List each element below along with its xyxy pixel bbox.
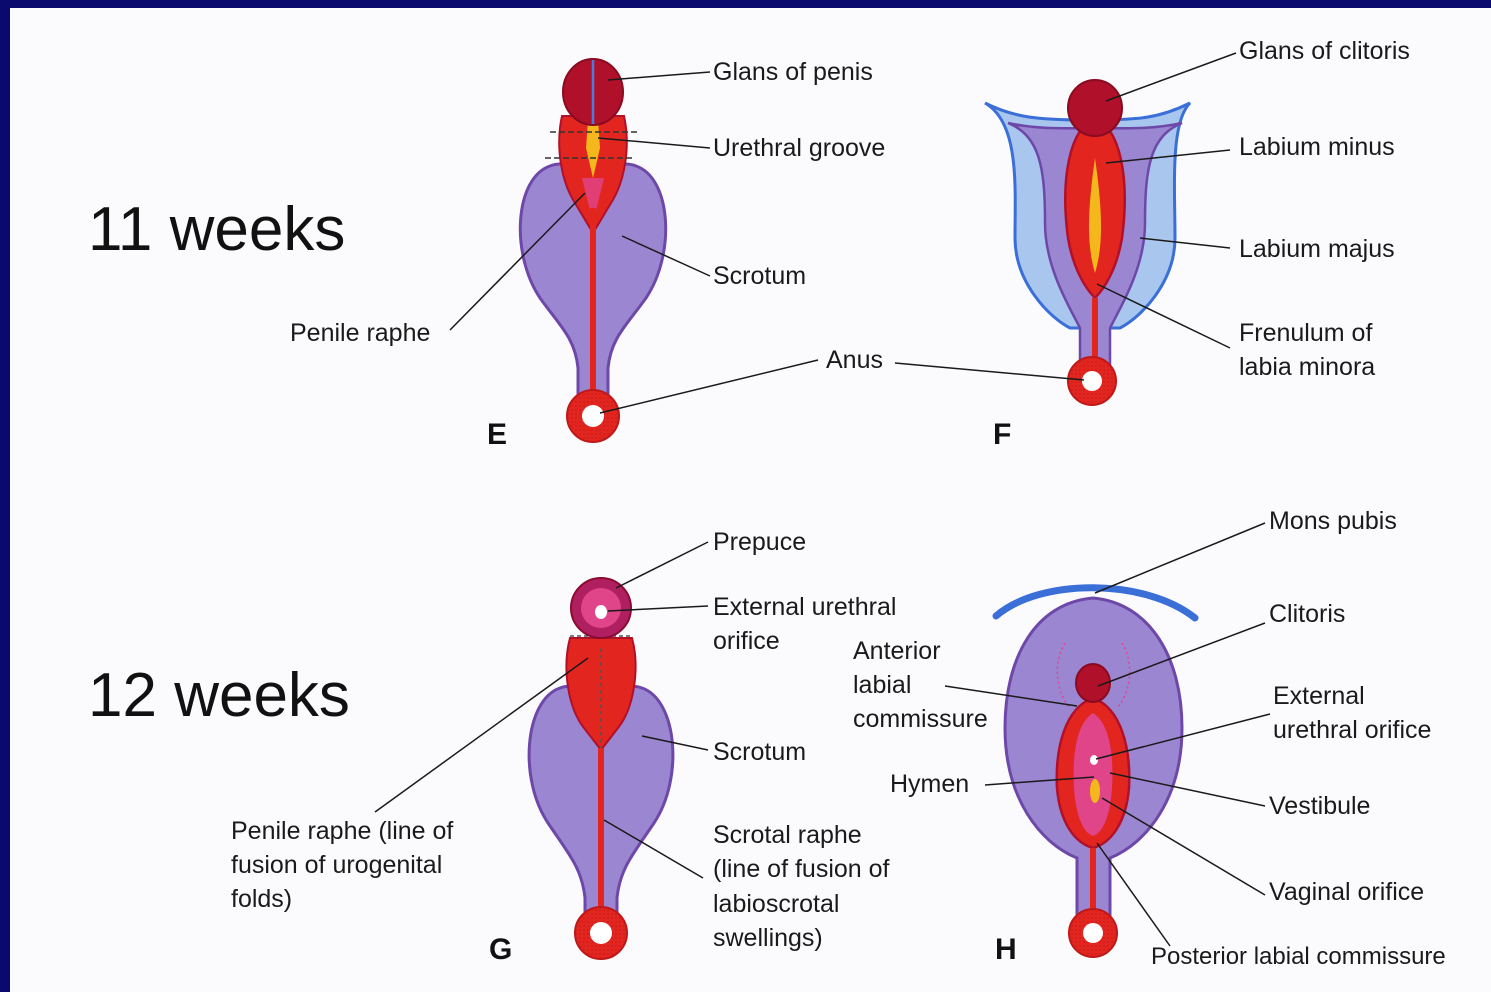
label-scrotal-raphe-line2: (line of fusion of — [713, 852, 890, 886]
h-vaginal-orifice — [1090, 779, 1100, 803]
label-anterior-line2: labial — [853, 668, 911, 702]
label-scrotal-raphe-line3: labioscrotal — [713, 887, 839, 921]
label-scrotal-raphe-line1: Scrotal raphe — [713, 818, 862, 852]
label-frenulum-line1: Frenulum of — [1239, 316, 1372, 350]
label-penile-raphe: Penile raphe — [290, 316, 430, 350]
label-penile-raphe-line3: folds) — [231, 882, 292, 916]
panel-letter-h: H — [995, 933, 1017, 967]
label-prepuce: Prepuce — [713, 525, 806, 559]
panel-letter-e: E — [487, 418, 507, 452]
label-glans-of-clitoris: Glans of clitoris — [1239, 34, 1410, 68]
label-frenulum-line2: labia minora — [1239, 350, 1375, 384]
label-penile-raphe-line2: fusion of urogenital — [231, 848, 442, 882]
label-scrotal-raphe-line4: swellings) — [713, 921, 823, 955]
label-urethral-groove: Urethral groove — [713, 131, 885, 165]
label-scrotum-g: Scrotum — [713, 735, 806, 769]
diagram-canvas: 11 weeks 12 weeks E F G H Glans of penis… — [10, 8, 1491, 992]
heading-11-weeks: 11 weeks — [88, 194, 345, 265]
panel-letter-f: F — [993, 418, 1011, 452]
label-ext-urethral-orifice-line1: External urethral — [713, 590, 896, 624]
label-ext-urethral-orifice-line2: orifice — [713, 624, 780, 658]
figure-h — [996, 588, 1195, 957]
label-vestibule: Vestibule — [1269, 789, 1370, 823]
label-external-line1: External — [1273, 679, 1365, 713]
label-clitoris: Clitoris — [1269, 597, 1345, 631]
label-anterior-line3: commissure — [853, 702, 988, 736]
f-glans-clitoris — [1068, 80, 1122, 136]
figure-f — [985, 80, 1190, 405]
label-posterior-labial-commissure: Posterior labial commissure — [1151, 940, 1446, 974]
label-hymen: Hymen — [890, 767, 969, 801]
g-urethral-orifice — [595, 605, 607, 619]
label-anterior-line1: Anterior — [853, 634, 941, 668]
label-anus: Anus — [826, 343, 883, 377]
heading-12-weeks: 12 weeks — [88, 660, 350, 731]
figure-e — [520, 59, 665, 442]
label-labium-majus: Labium majus — [1239, 232, 1395, 266]
label-labium-minus: Labium minus — [1239, 130, 1395, 164]
label-penile-raphe-line1: Penile raphe (line of — [231, 814, 453, 848]
label-mons-pubis: Mons pubis — [1269, 504, 1397, 538]
figure-g — [529, 578, 673, 959]
panel-letter-g: G — [489, 933, 512, 967]
label-scrotum-e: Scrotum — [713, 259, 806, 293]
label-glans-of-penis: Glans of penis — [713, 55, 873, 89]
label-vaginal-orifice: Vaginal orifice — [1269, 875, 1424, 909]
label-external-line2: urethral orifice — [1273, 713, 1431, 747]
